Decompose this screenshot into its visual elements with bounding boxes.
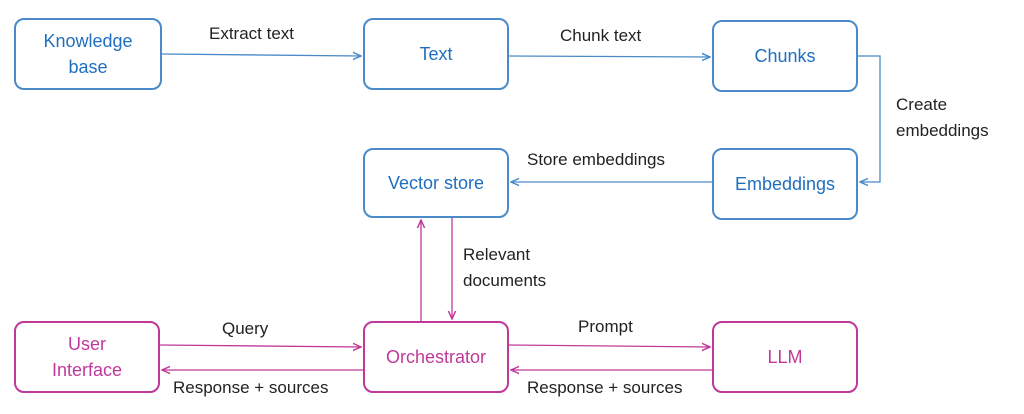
edge-query <box>159 345 361 347</box>
edge-prompt <box>508 345 710 347</box>
llm-node: LLM <box>712 321 858 393</box>
orchestrator-node: Orchestrator <box>363 321 509 393</box>
edge-label-chunk-text: Chunk text <box>560 26 642 45</box>
edge-label-response-sources-ui: Response + sources <box>173 378 329 397</box>
edge-label-response-sources-llm: Response + sources <box>527 378 683 397</box>
vector-store-node: Vector store <box>363 148 509 218</box>
edge-label-relevant-documents: Relevant documents <box>463 245 547 290</box>
edge-create-embeddings <box>858 55 881 182</box>
edge-extract-text <box>161 54 361 56</box>
text-node: Text <box>363 18 509 90</box>
embeddings-node: Embeddings <box>712 148 858 220</box>
edge-label-store-embeddings: Store embeddings <box>527 150 665 169</box>
edge-label-extract-text: Extract text <box>209 24 295 43</box>
edge-chunk-text <box>508 56 710 57</box>
knowledge-base-node: Knowledge base <box>14 18 162 90</box>
chunks-node: Chunks <box>712 20 858 92</box>
user-interface-node: User Interface <box>14 321 160 393</box>
edge-label-prompt: Prompt <box>578 317 633 336</box>
edge-label-create-embeddings: Create embeddings <box>896 95 989 140</box>
edge-label-query: Query <box>222 319 269 338</box>
